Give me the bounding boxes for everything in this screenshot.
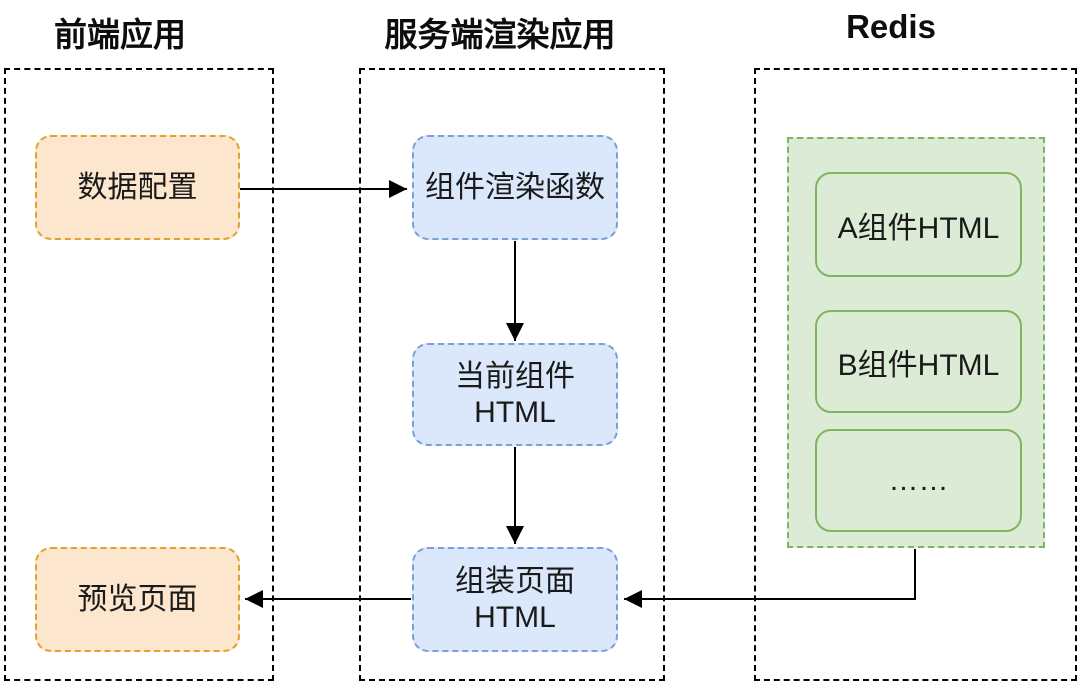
node-current-component-html: 当前组件 HTML — [412, 343, 618, 446]
column-title-frontend-app: 前端应用 — [54, 16, 186, 53]
node-component-render-fn: 组件渲染函数 — [412, 135, 618, 240]
frontend-app-container — [4, 68, 274, 681]
node-assemble-page-html: 组装页面 HTML — [412, 547, 618, 652]
redis-item-a-component-html: A组件HTML — [815, 172, 1022, 277]
node-data-config: 数据配置 — [35, 135, 240, 240]
redis-container — [754, 68, 1077, 681]
column-title-ssr-app: 服务端渲染应用 — [384, 16, 616, 53]
ssr-app-container — [359, 68, 665, 681]
redis-cache-group: A组件HTML B组件HTML …… — [787, 137, 1045, 548]
redis-item-b-component-html: B组件HTML — [815, 310, 1022, 413]
column-title-redis: Redis — [846, 8, 936, 45]
node-preview-page: 预览页面 — [35, 547, 240, 652]
redis-item-ellipsis: …… — [815, 429, 1022, 532]
